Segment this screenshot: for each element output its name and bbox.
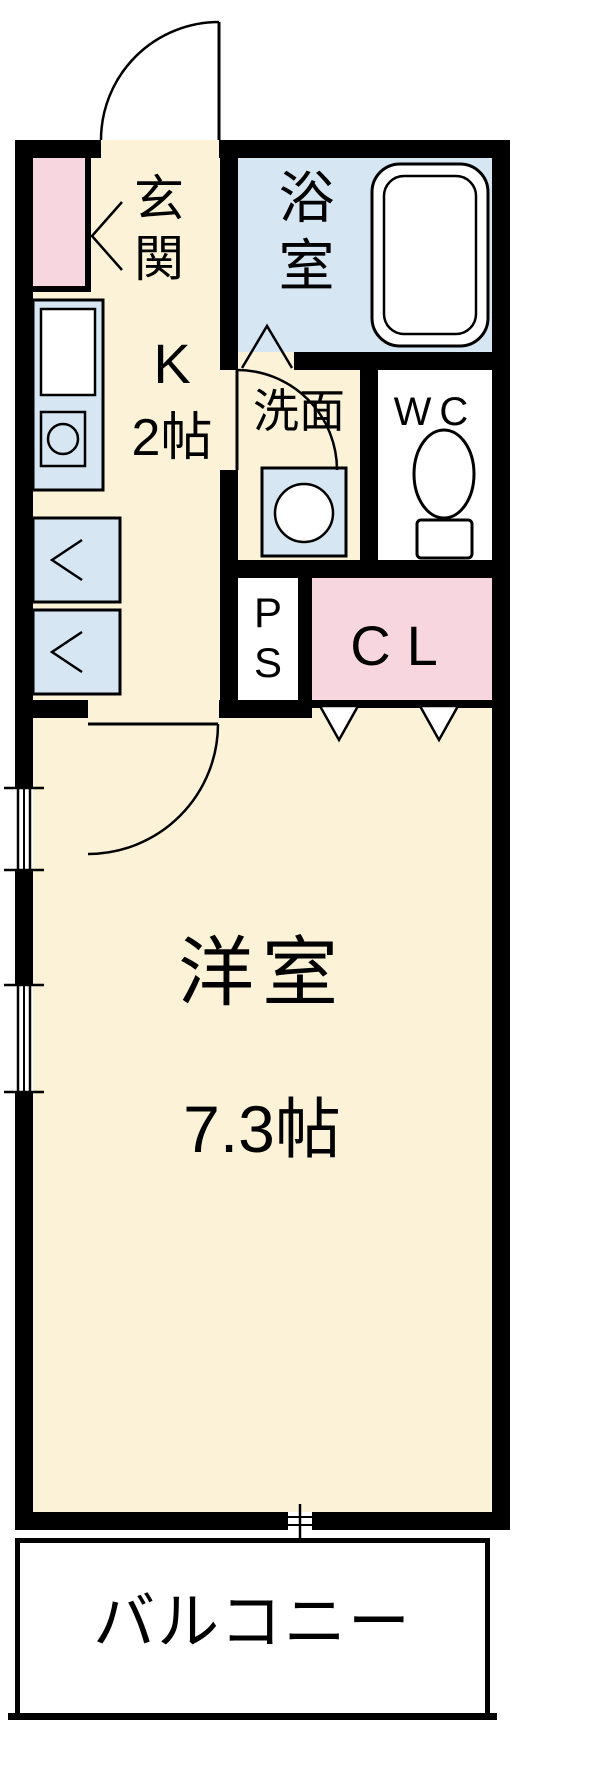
- kitchen-label: K: [153, 332, 191, 395]
- room-door-arc: [87, 723, 220, 856]
- closet-door-triangle-1: [317, 704, 361, 743]
- closet-floor: [312, 578, 492, 700]
- bath-folding-door-icon: [240, 323, 294, 369]
- genkan-chevron-icon: [90, 201, 123, 271]
- ps-label-line2: S: [253, 639, 282, 686]
- wall-bottom: [15, 1512, 510, 1530]
- washbasin-bowl-icon: [273, 482, 335, 544]
- genkan-label: 玄関: [127, 172, 183, 292]
- kitchen-sink-icon: [39, 307, 97, 397]
- appliance-box-1-icon: [31, 516, 122, 604]
- main-room-floor: [33, 700, 492, 1512]
- wall-entry-bath: [220, 140, 238, 370]
- appliance-chevron-1-icon: [49, 538, 83, 582]
- balcony-edge-left: [15, 1538, 20, 1720]
- bathtub-icon: [370, 162, 490, 348]
- bathroom-label: 浴室: [271, 168, 334, 304]
- washroom-door-arc: [236, 368, 339, 471]
- ps-floor: [238, 578, 298, 700]
- wc-label: WC: [393, 390, 477, 434]
- balcony-edge-top: [15, 1538, 490, 1543]
- main-room-size-label: 7.3帖: [183, 1092, 341, 1166]
- entrance-door-arc: [99, 20, 220, 141]
- wall-top-right: [219, 140, 510, 158]
- wall-top-left: [15, 140, 101, 158]
- balcony-edge-bottom: [8, 1713, 497, 1720]
- wall-bath-bottom: [294, 352, 510, 370]
- wall-room-top-left: [15, 700, 88, 718]
- closet-bottom-line: [312, 700, 492, 708]
- burner-icon: [46, 422, 80, 456]
- ps-label: P S: [238, 592, 298, 684]
- balcony-floor: [20, 1543, 485, 1713]
- closet-label: CL: [350, 614, 454, 677]
- genkan-tile-line: [33, 286, 85, 292]
- washroom-label: 洗面: [253, 385, 345, 437]
- wall-room-top-mid: [219, 700, 312, 718]
- balcony-edge-right: [485, 1538, 490, 1720]
- balcony-label: バルコニー: [93, 1588, 412, 1657]
- wall-washroom-wc: [360, 370, 378, 560]
- appliance-box-2-icon: [31, 608, 122, 696]
- ps-label-line1: P: [253, 589, 282, 636]
- wall-storage-top: [220, 560, 510, 578]
- closet-door-triangle-2: [417, 704, 461, 743]
- genkan-tile-floor: [33, 158, 85, 288]
- burner-box-icon: [39, 410, 87, 468]
- bathtub-inner-icon: [382, 174, 478, 336]
- appliance-chevron-2-icon: [49, 630, 83, 674]
- toilet-bowl-icon: [412, 428, 476, 520]
- wall-ps-right: [298, 578, 312, 700]
- wall-kitchen-washroom: [220, 470, 238, 718]
- toilet-tank-icon: [415, 518, 474, 560]
- main-room-label: 洋室: [178, 931, 346, 1016]
- kitchen-size-label: 2帖: [131, 409, 213, 467]
- wall-right: [492, 140, 510, 1530]
- genkan-step-line: [85, 158, 91, 292]
